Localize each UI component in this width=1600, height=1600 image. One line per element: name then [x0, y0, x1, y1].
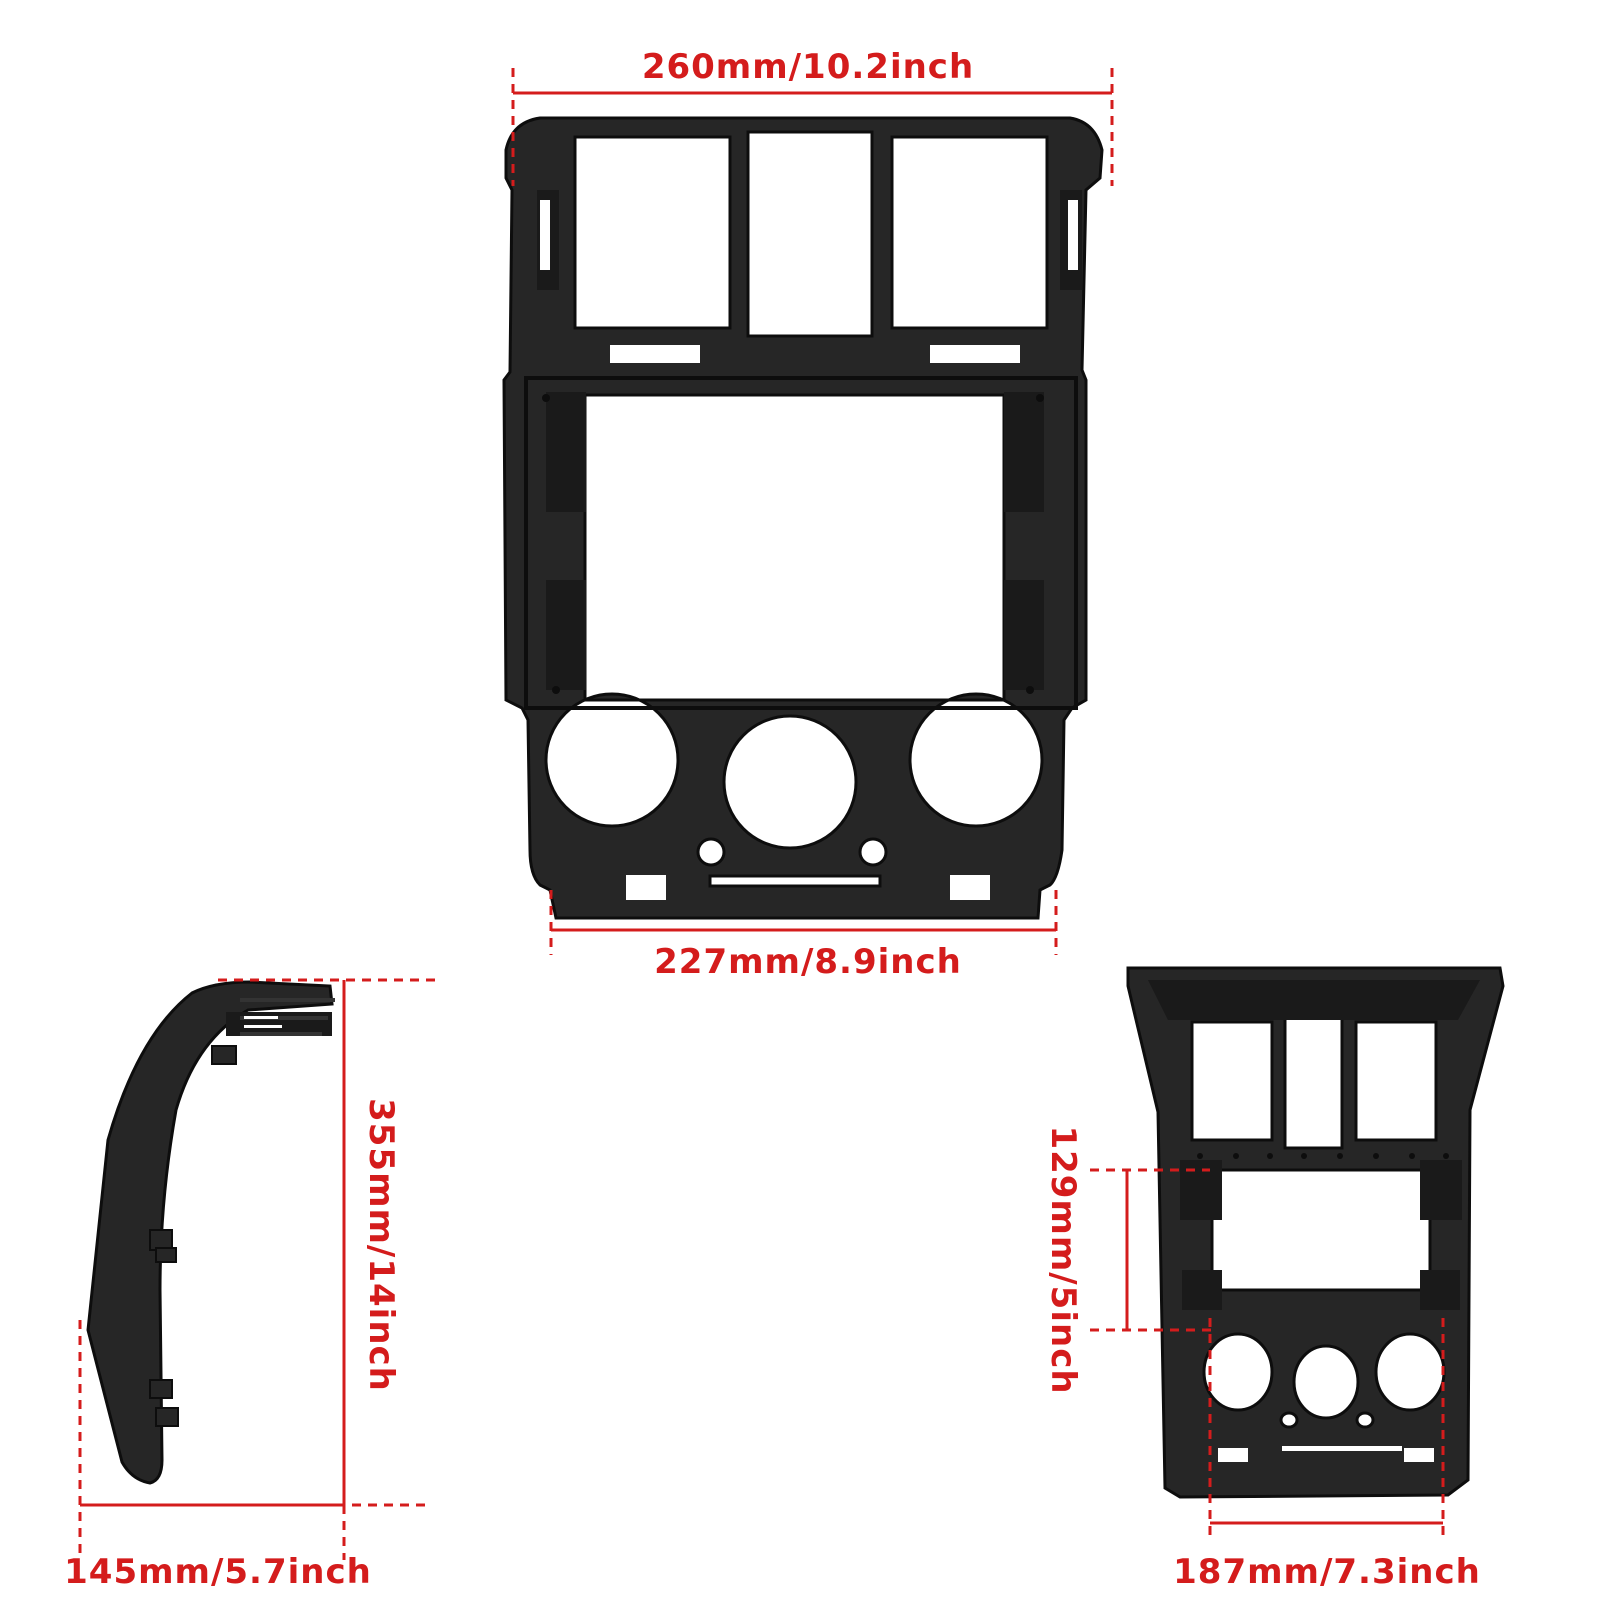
small-width-label: 187mm/7.3inch [1173, 1552, 1481, 1592]
depth-label: 145mm/5.7inch [64, 1552, 372, 1592]
top-width-label: 260mm/10.2inch [642, 47, 974, 87]
angled-view-panel [1126, 966, 1505, 1499]
opening-height-label: 129mm/5inch [1043, 1125, 1083, 1394]
height-label: 355mm/14inch [361, 1098, 401, 1392]
front-view-panel [502, 116, 1104, 920]
bottom-width-label: 227mm/8.9inch [654, 942, 962, 982]
side-view-panel [86, 980, 335, 1485]
